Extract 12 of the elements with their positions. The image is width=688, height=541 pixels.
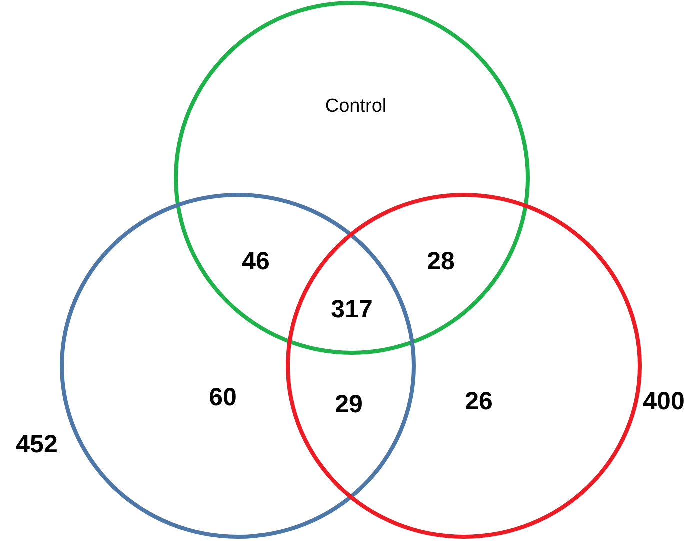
region-count: 317 — [331, 294, 373, 326]
venn-circle — [174, 1, 530, 355]
set-name: Control — [325, 94, 387, 119]
region-count: 60 — [209, 382, 237, 414]
region-count: 29 — [335, 389, 363, 420]
set-total: 452 — [16, 429, 58, 460]
region-count: 26 — [465, 386, 493, 418]
region-count: 46 — [242, 246, 270, 278]
venn-circle — [60, 193, 416, 539]
venn-circle — [286, 193, 642, 539]
set-total: 400 — [643, 386, 685, 418]
region-count: 28 — [427, 246, 455, 278]
